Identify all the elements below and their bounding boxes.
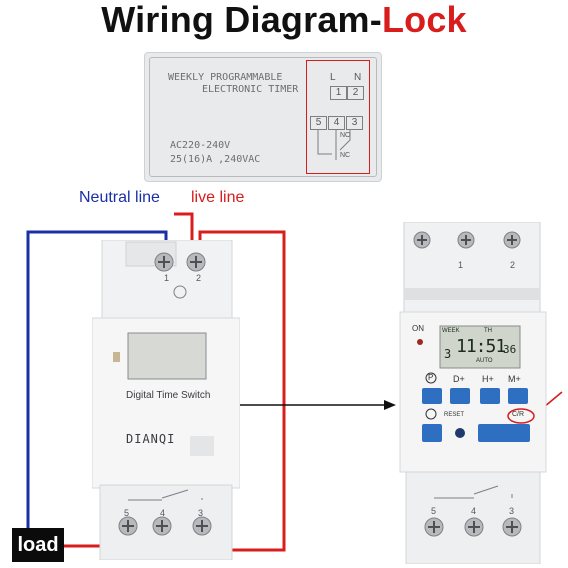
lcd-week-label: WEEK xyxy=(442,328,460,334)
plate-cell-2: 2 xyxy=(347,86,364,100)
page-title: Wiring Diagram-Lock xyxy=(0,0,568,44)
plate-cell-3: 3 xyxy=(346,116,363,130)
button-m-label: M+ xyxy=(508,374,521,384)
left-term-2-label: 2 xyxy=(196,273,202,283)
right-term-1-label: 1 xyxy=(458,260,464,270)
neutral-wire xyxy=(26,230,168,538)
lcd-time: 11:51 xyxy=(456,336,506,357)
live-line-text: live line xyxy=(191,189,245,206)
right-term-2-label: 2 xyxy=(510,260,516,270)
right-on-label: ON xyxy=(412,324,424,333)
arrow-head-icon xyxy=(384,400,396,410)
live-line-label: live line xyxy=(191,189,244,207)
label-plate-border: WEEKLY PROGRAMMABLE ELECTRONIC TIMER AC2… xyxy=(149,57,377,177)
plate-text-line-2: ELECTRONIC TIMER xyxy=(202,84,299,95)
left-term-5-label: 5 xyxy=(124,508,130,518)
left-device-brand: DIANQI xyxy=(126,432,176,446)
right-term-4-label: 4 xyxy=(471,506,477,516)
plate-no-label: NO xyxy=(340,132,351,139)
right-term-5-label: 5 xyxy=(431,506,437,516)
plate-cell-4: 4 xyxy=(328,116,345,130)
plate-cell-5: 5 xyxy=(310,116,327,130)
plate-rating-1: AC220-240V xyxy=(170,140,231,151)
lcd-th-label: TH xyxy=(484,328,492,334)
button-d-label: D+ xyxy=(453,374,465,384)
left-term-1-label: 1 xyxy=(164,273,170,283)
title-part-1: Wiring Diagram- xyxy=(101,0,382,40)
button-h-label: H+ xyxy=(482,374,494,384)
load-box: load xyxy=(12,528,64,562)
reset-label: RESET xyxy=(444,412,465,418)
plate-relay-contact-icon xyxy=(317,130,351,160)
plate-term-l: L xyxy=(330,72,336,83)
cr-label: C/R xyxy=(512,411,525,418)
left-timer-device xyxy=(92,240,240,560)
live-wire-input xyxy=(174,212,194,243)
lcd-digit: 3 xyxy=(444,347,452,361)
plate-text-line-1: WEEKLY PROGRAMMABLE xyxy=(168,72,283,83)
right-timer-device xyxy=(399,222,547,564)
plate-rating-2: 25(16)A ,240VAC xyxy=(170,154,261,165)
label-plate: WEEKLY PROGRAMMABLE ELECTRONIC TIMER AC2… xyxy=(144,52,382,182)
neutral-line-text: Neutral line xyxy=(79,189,160,206)
left-term-4-label: 4 xyxy=(160,508,166,518)
plate-cell-1: 1 xyxy=(330,86,347,100)
neutral-line-label: Neutral line xyxy=(79,189,160,207)
plate-nc-label: NC xyxy=(340,152,351,159)
left-device-name: Digital Time Switch xyxy=(126,390,211,401)
lcd-auto-label: AUTO xyxy=(476,358,493,364)
plate-schematic-frame xyxy=(306,60,370,174)
button-p-label: P xyxy=(428,373,434,382)
title-part-2: Lock xyxy=(381,0,467,40)
left-term-3-label: 3 xyxy=(198,508,204,518)
lcd-seconds: 36 xyxy=(503,343,517,356)
right-term-3-label: 3 xyxy=(509,506,515,516)
plate-term-n: N xyxy=(354,72,362,83)
